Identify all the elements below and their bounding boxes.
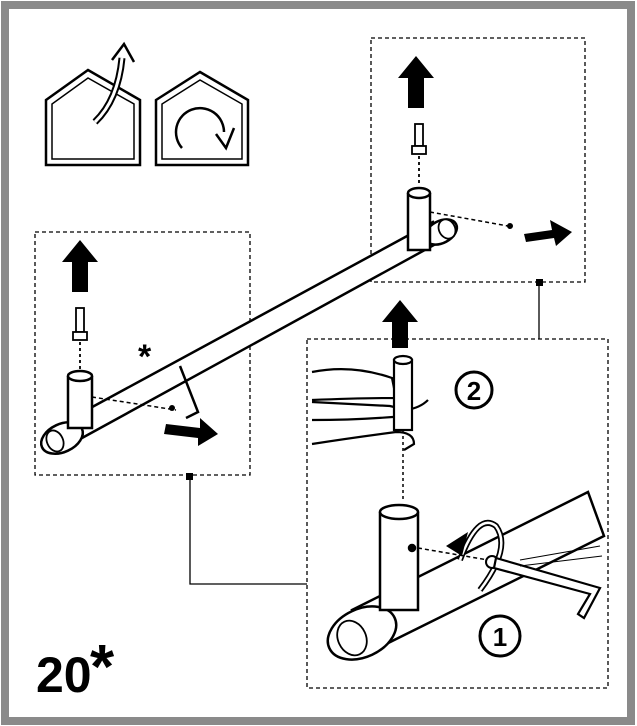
left-post <box>66 369 94 430</box>
step-number: 20 <box>36 647 92 703</box>
up-arrow-icon <box>62 240 98 292</box>
house-arrow-out-icon <box>44 41 142 167</box>
left-screw <box>72 307 88 370</box>
set-screw <box>507 223 513 229</box>
svg-text:1: 1 <box>493 622 507 652</box>
motion-lines <box>519 545 603 567</box>
left-detail-box <box>34 231 251 476</box>
svg-text:2: 2 <box>467 376 481 406</box>
callout-1: 1 <box>478 614 522 658</box>
left-end-cap <box>39 421 85 455</box>
dashed-guide <box>91 396 177 411</box>
connector-lines <box>189 282 540 585</box>
main-detail-box <box>306 338 609 689</box>
callout-2: 2 <box>454 370 494 410</box>
dashed-guide <box>429 211 509 227</box>
step-asterisk: * <box>90 633 115 702</box>
top-screw <box>411 123 427 186</box>
up-arrow-icon <box>382 300 418 348</box>
right-arrow-icon <box>164 418 218 446</box>
up-arrow-icon <box>398 56 434 108</box>
house-rotate-icon <box>154 70 250 167</box>
detail-asterisk: * <box>138 338 152 376</box>
post-detail <box>378 503 420 612</box>
allen-key-icon <box>178 365 200 420</box>
right-post <box>406 186 432 252</box>
top-detail-box <box>370 37 586 283</box>
right-end-cap <box>423 218 459 246</box>
right-arrow-icon <box>524 220 572 246</box>
dashed-guide <box>417 547 489 561</box>
rotate-arrow-head <box>446 532 468 556</box>
end-cap-detail <box>326 605 398 661</box>
hand-illustration <box>311 368 429 451</box>
connector-dot <box>536 279 543 286</box>
set-screw <box>169 405 175 411</box>
allen-key-icon <box>492 556 602 620</box>
short-post <box>392 354 414 500</box>
connector-dot <box>186 473 193 480</box>
